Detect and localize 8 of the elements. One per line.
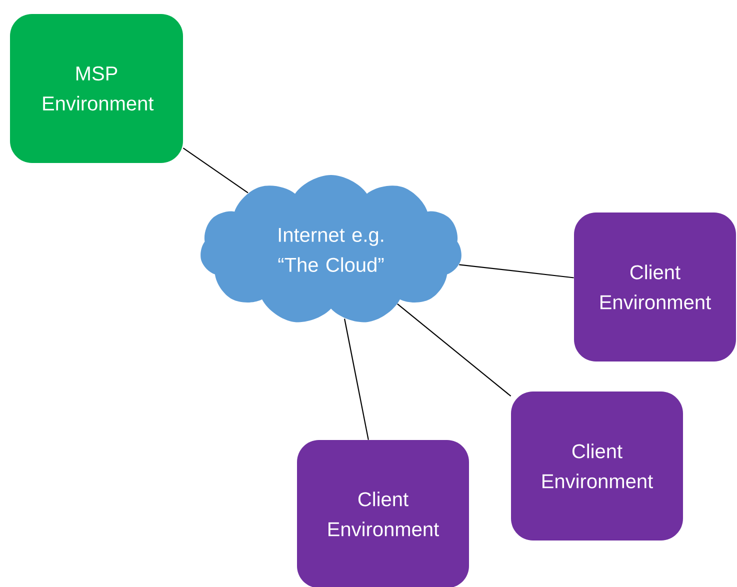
connector-line [344,318,369,440]
connector-line [397,304,512,397]
environment-box: Client Environment [297,440,469,587]
environment-box: Client Environment [574,212,736,362]
environment-box: MSP Environment [10,14,183,163]
connector-line [182,148,248,194]
connector-line [459,264,574,278]
environment-box: Client Environment [511,392,683,540]
